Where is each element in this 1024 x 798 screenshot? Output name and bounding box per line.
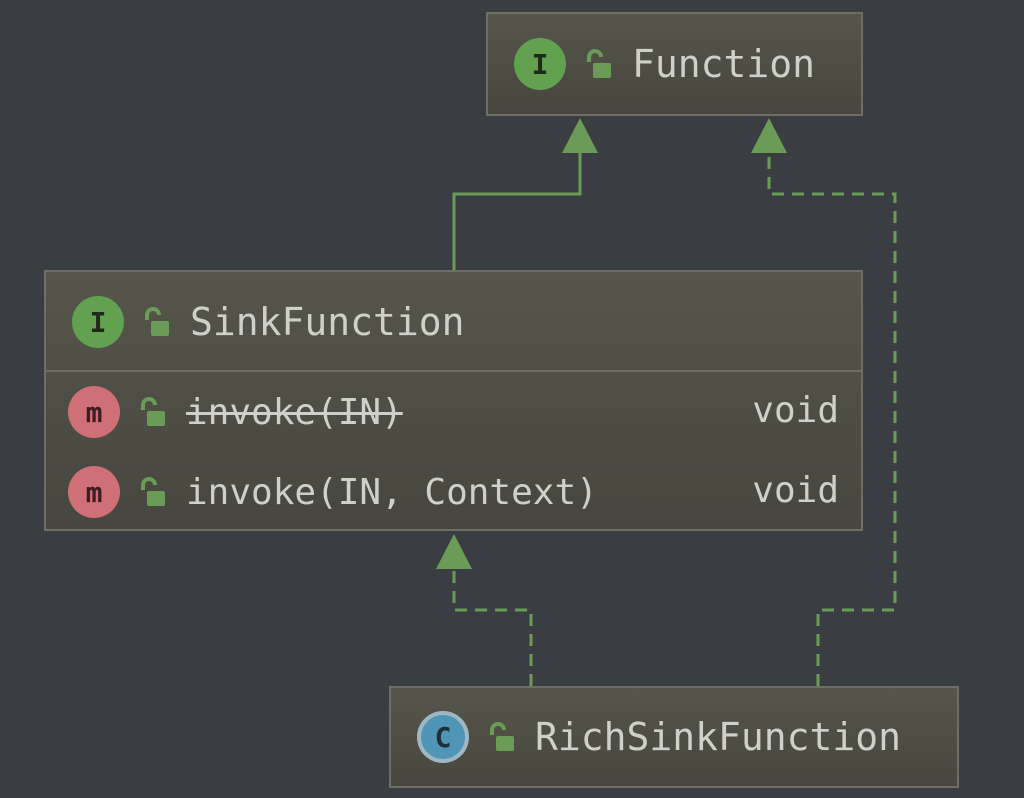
node-richsinkfunction-header: C RichSinkFunction [417, 711, 901, 763]
method-row-invoke-context[interactable]: m invoke(IN, Context) [68, 466, 598, 518]
node-function-header: I Function [514, 38, 815, 90]
method-icon: m [68, 466, 120, 518]
public-lock-icon [145, 307, 169, 336]
edge-extends-sinkfunction-function [452, 150, 582, 270]
node-sinkfunction[interactable]: I SinkFunction m invoke(IN) void m invok… [44, 270, 863, 531]
edge-implements-richsinkfunction-sinkfunction [452, 568, 533, 686]
edge-implements-richsinkfunction-function [767, 150, 897, 686]
class-icon: C [417, 711, 469, 763]
node-function[interactable]: I Function [486, 12, 863, 116]
node-sinkfunction-header: I SinkFunction [72, 296, 465, 348]
method-signature: invoke(IN) [186, 391, 403, 433]
method-icon: m [68, 386, 120, 438]
node-richsinkfunction[interactable]: C RichSinkFunction [389, 686, 959, 788]
node-function-title: Function [632, 42, 816, 86]
node-sinkfunction-title: SinkFunction [190, 300, 465, 344]
method-row-invoke-deprecated[interactable]: m invoke(IN) [68, 386, 403, 438]
method-signature: invoke(IN, Context) [186, 471, 598, 513]
arrowhead-implements-sinkfunction [436, 534, 472, 569]
node-richsinkfunction-title: RichSinkFunction [535, 715, 902, 759]
arrowhead-implements-function [751, 118, 787, 153]
node-sinkfunction-divider [46, 370, 861, 372]
public-lock-icon [141, 397, 165, 426]
interface-icon: I [72, 296, 124, 348]
public-lock-icon [141, 477, 165, 506]
public-lock-icon [587, 49, 611, 78]
arrowhead-extends-function [562, 118, 598, 153]
method-return-type: void [752, 470, 839, 511]
interface-icon: I [514, 38, 566, 90]
public-lock-icon [490, 722, 514, 751]
method-return-type: void [752, 390, 839, 431]
